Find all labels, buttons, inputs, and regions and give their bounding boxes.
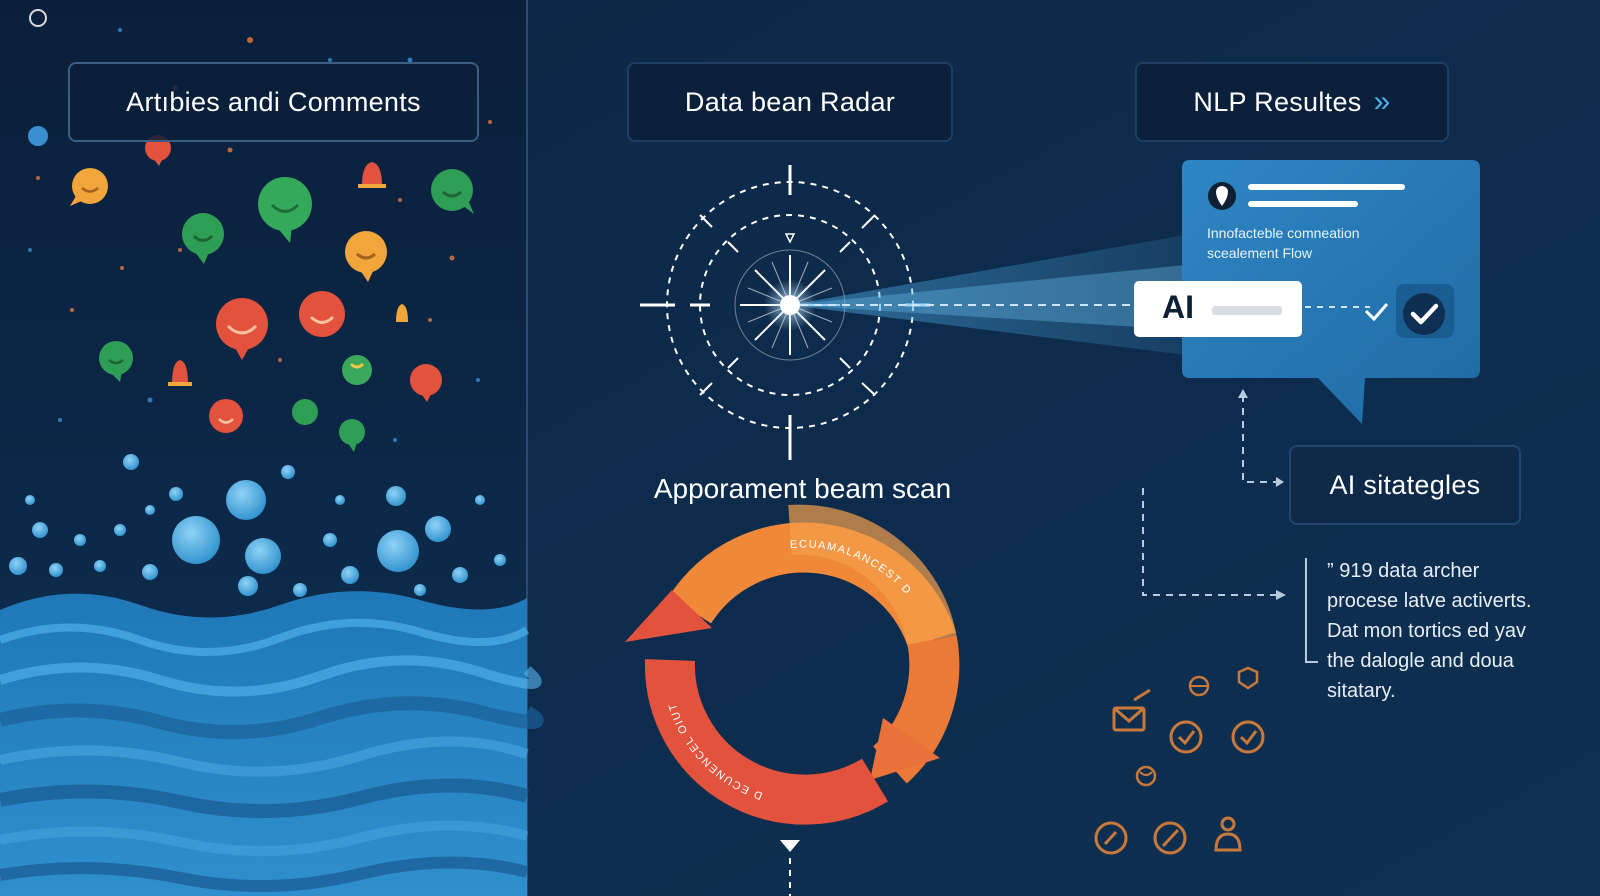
nlp-card-text: Innofacteble comneation scealement Flow bbox=[1207, 223, 1457, 263]
ai-badge-bar bbox=[1212, 306, 1282, 315]
green-chat-bubble-icon bbox=[339, 419, 365, 452]
note-line: the dalogle and doua bbox=[1327, 650, 1514, 672]
check-circle-icon bbox=[1231, 720, 1265, 754]
arrow-right-icon bbox=[1276, 590, 1286, 600]
globe-icon bbox=[1188, 675, 1210, 697]
speed-gauge-icon bbox=[1094, 821, 1128, 855]
globe-icon bbox=[28, 126, 48, 146]
sparkle-dots-blue bbox=[28, 28, 480, 442]
check-circle-icon bbox=[1169, 720, 1203, 754]
nlp-card-line: Innofacteble comneation bbox=[1207, 225, 1360, 241]
strategy-icons bbox=[1094, 666, 1265, 855]
ai-badge-label: AI bbox=[1162, 289, 1194, 325]
orange-chat-bubble-icon bbox=[345, 231, 387, 282]
radar-center bbox=[780, 295, 800, 315]
water-layer bbox=[0, 591, 527, 896]
note-line: Dat mon tortics ed yav bbox=[1327, 620, 1526, 642]
red-chat-bubble-icon bbox=[209, 399, 243, 433]
green-chat-bubble-icon bbox=[99, 341, 133, 382]
red-chat-bubble-icon bbox=[299, 291, 345, 337]
bell-icon bbox=[396, 304, 408, 322]
red-chat-bubble-icon bbox=[410, 364, 442, 402]
cycle-arrow-right bbox=[870, 718, 940, 780]
card-line-bar bbox=[1248, 201, 1358, 207]
radar-beam bbox=[790, 235, 1185, 355]
envelope-icon bbox=[1112, 688, 1151, 732]
green-chat-bubble-icon bbox=[182, 213, 224, 264]
arrow-up-icon bbox=[1238, 389, 1248, 398]
cycle-arrow-left bbox=[625, 590, 712, 642]
bell-icon bbox=[358, 162, 386, 188]
ai-badge-box: AI bbox=[1134, 281, 1302, 337]
notes-bracket bbox=[1305, 558, 1318, 663]
strategy-notes: ” 919 data archer procese latve activert… bbox=[1327, 556, 1597, 706]
arrow-down-icon bbox=[780, 840, 800, 852]
beam-scan-label: Apporament beam scan bbox=[653, 473, 952, 504]
comments-title: Artıbies andi Comments bbox=[126, 86, 421, 117]
globe-icon bbox=[1135, 765, 1157, 787]
arrow-right-icon bbox=[1276, 477, 1284, 487]
double-chevron-right-icon: » bbox=[1373, 85, 1391, 118]
strategies-title: AI sitategles bbox=[1329, 469, 1481, 500]
check-circle-icon bbox=[1403, 293, 1445, 335]
note-line: procese latve activerts. bbox=[1327, 590, 1532, 612]
card-line-bar bbox=[1248, 184, 1405, 190]
location-pin-icon bbox=[1208, 182, 1236, 210]
green-chat-bubble-icon bbox=[342, 355, 372, 385]
radar-title: Data bean Radar bbox=[684, 86, 896, 117]
strategies-title-box: AI sitategles bbox=[1289, 445, 1521, 525]
nlp-result-card bbox=[1182, 160, 1480, 424]
orange-chat-bubble-icon bbox=[70, 168, 108, 206]
speed-gauge-icon bbox=[1153, 821, 1187, 855]
green-chat-bubble-icon bbox=[258, 177, 312, 243]
comments-panel bbox=[0, 0, 544, 896]
data-bubbles bbox=[9, 454, 506, 597]
person-icon bbox=[1214, 816, 1242, 852]
nlp-card-line: scealement Flow bbox=[1207, 245, 1313, 261]
cycle-diagram bbox=[625, 504, 960, 896]
settings-icon bbox=[29, 9, 47, 27]
green-chat-bubble-icon bbox=[292, 399, 318, 425]
radar-title-box: Data bean Radar bbox=[627, 62, 953, 142]
connector-lines bbox=[1142, 395, 1278, 596]
check-icon bbox=[1364, 303, 1389, 322]
bell-icon bbox=[168, 360, 192, 386]
note-line: ” 919 data archer bbox=[1327, 560, 1480, 582]
nlp-title: NLP Resultes bbox=[1193, 86, 1362, 117]
red-chat-bubble-icon bbox=[216, 298, 268, 360]
comments-title-box: Artıbies andi Comments bbox=[68, 62, 479, 142]
note-line: sitatary. bbox=[1327, 680, 1396, 702]
nlp-title-box: NLP Resultes » bbox=[1135, 62, 1449, 142]
shield-icon bbox=[1237, 666, 1259, 690]
green-chat-bubble-icon bbox=[431, 169, 474, 214]
